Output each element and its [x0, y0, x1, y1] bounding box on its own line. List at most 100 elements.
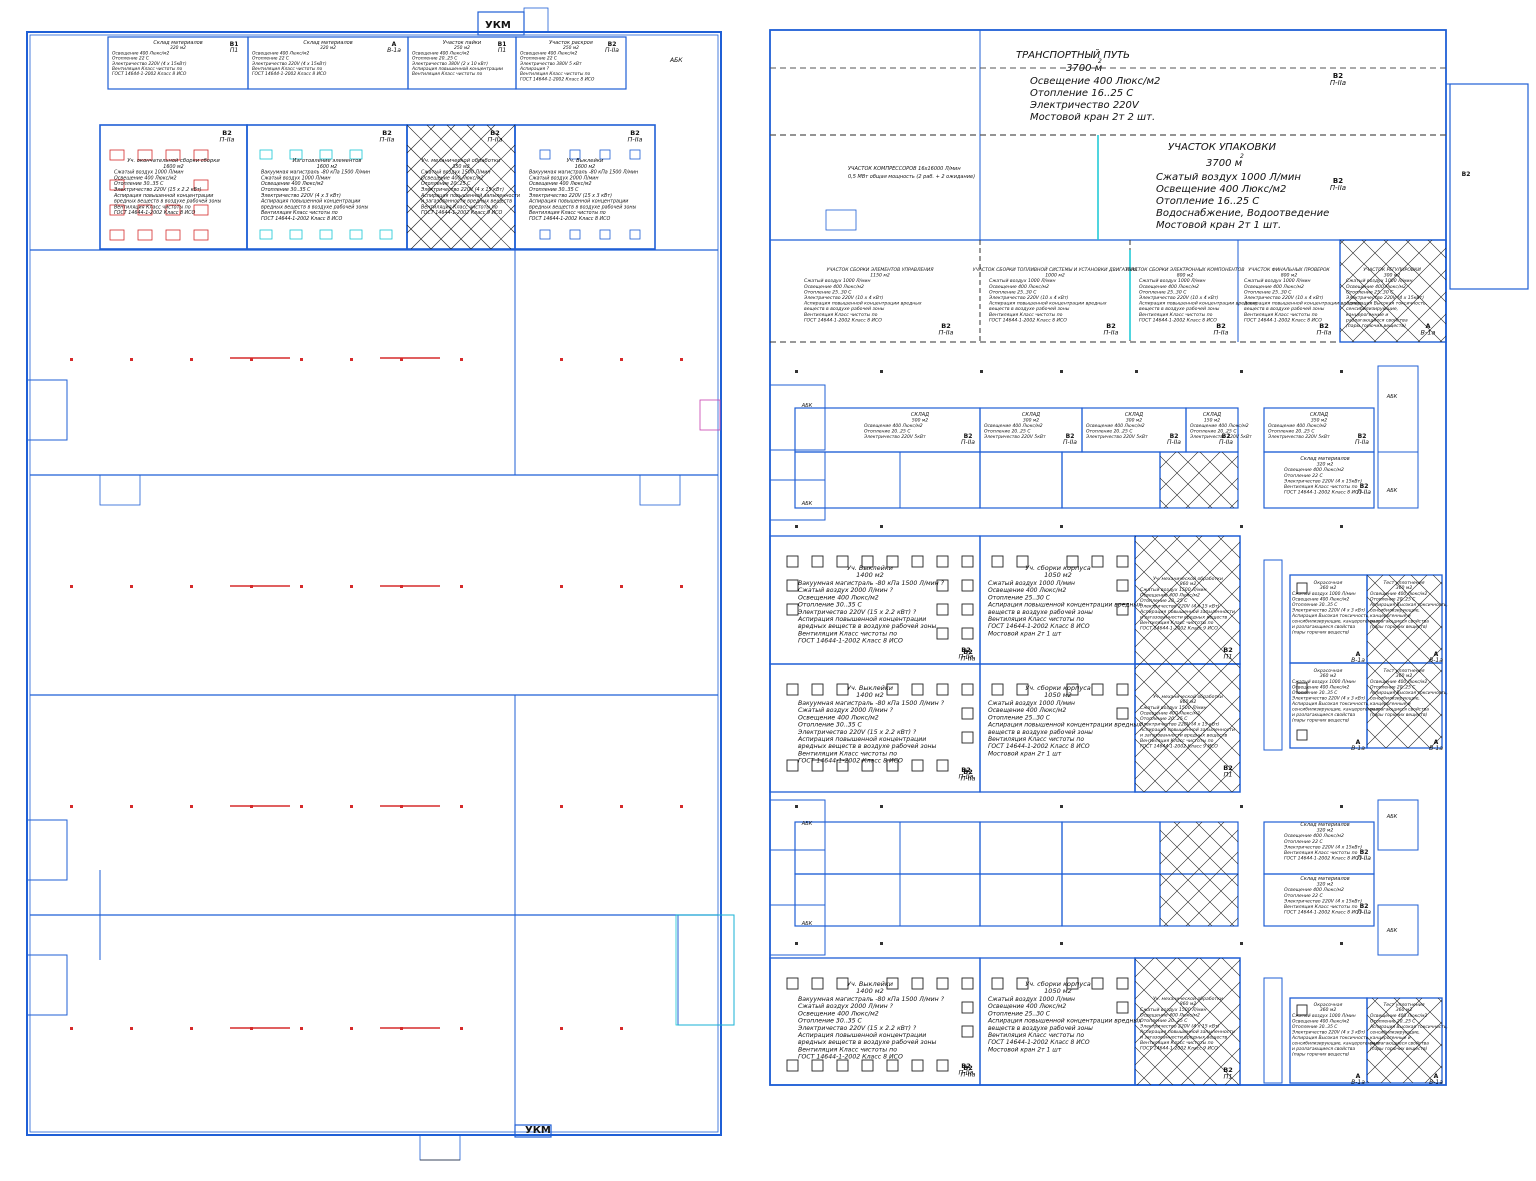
korpus-spec-line: Освещение 400 Люкс/м2	[988, 1003, 1066, 1010]
abk-label-left: АБК	[669, 57, 683, 64]
room-category-code: В-1а	[1351, 1079, 1365, 1086]
room-class-code: В2	[1223, 764, 1232, 772]
mech-spec-line: Сжатый воздух 1500 Л/мин	[1140, 587, 1207, 593]
right-building-plan	[769, 29, 1529, 1086]
mech-spec-line: ГОСТ 14644-1-2002 Класс 9 ИСО	[1140, 744, 1218, 750]
room-spec-line: Отопление 20..25 С	[1268, 429, 1315, 435]
room-area: 320 м2	[1317, 882, 1334, 888]
room-spec-line: Электричество 220V (4 x 15кВт)	[1283, 898, 1362, 904]
transport-spec-line: Электричество 220V	[1029, 100, 1140, 111]
paint-spec-line: Освещение 400 Люкс/м2	[1292, 597, 1349, 603]
room-title: УЧАСТОК СБОРКИ ЭЛЕМЕНТОВ УПРАВЛЕНИЯ	[826, 267, 934, 273]
room-spec-line: Аспирация повышенной концентрации	[113, 193, 213, 199]
room-class-code: В2	[382, 129, 391, 137]
room-class-code: В2	[964, 433, 973, 440]
test-spec-line: сенсибилизирующие,	[1370, 696, 1420, 702]
room-class-code: В2	[490, 129, 499, 137]
vyklejka-area: 1400 м2	[856, 987, 884, 995]
left-building-plan	[26, 7, 735, 1161]
room-category-code: В-1а	[1351, 745, 1365, 752]
room-spec-line: Вентиляция Класс чистоты по	[421, 204, 498, 210]
abk-label: АБК	[1386, 928, 1398, 934]
mech-spec-line: и загазованности вредных веществ	[1140, 734, 1227, 739]
mech-spec-line: Сжатый воздух 1500 Л/мин	[1140, 705, 1207, 711]
korpus-area: 1050 м2	[1044, 987, 1072, 995]
room-category-code: В-1а	[1429, 657, 1443, 664]
room-title: СКЛАД	[1310, 412, 1328, 418]
room-spec-line: Вентиляция Класс чистоты по	[112, 66, 183, 72]
room-spec-line: канцерогенные и	[1346, 313, 1388, 318]
mech-spec-line: Отопление 20..25 С	[1140, 598, 1188, 604]
korpus-title: Уч. сборки корпуса	[1025, 980, 1091, 988]
room-spec-line: Отопление 25..30 С	[1244, 289, 1292, 295]
room-spec-line: Вентиляция Класс чистоты по	[1244, 312, 1318, 318]
mech-spec-line: Отопление 20..25 С	[1140, 1018, 1188, 1024]
korpus-spec-line: Освещение 400 Люкс/м2	[988, 587, 1066, 594]
room-category-code: П-IIа	[1357, 909, 1371, 916]
room-spec-line: Электричество 220V 5кВт	[983, 434, 1046, 440]
vyklejka-spec-line: Освещение 400 Люкс/м2	[798, 594, 879, 601]
mech-spec-line: Освещение 400 Люкс/м2	[1140, 1013, 1200, 1019]
vyklejka-spec-line: Отопление 30..35 С	[798, 1018, 863, 1025]
paint-spec-line: сенсибилизирующие, канцерогенные	[1292, 707, 1380, 713]
ukm-top-label: УКМ	[485, 20, 511, 31]
room-spec-line: Аспирация повышенной концентрации	[411, 66, 503, 72]
korpus-spec-line: Сжатый воздух 1000 Л/мин	[988, 580, 1075, 587]
room-category-code: П-IIа	[1330, 184, 1346, 192]
room-spec-line: и загазованности вредных веществ	[421, 200, 512, 205]
mech-spec-line: ГОСТ 14644-1-2002 Класс 9 ИСО	[1140, 1046, 1218, 1052]
ukm-bottom-label: УКМ	[525, 1125, 551, 1136]
paint-title: Окрасочная	[1314, 668, 1343, 674]
room-category-code: П-IIа	[1167, 439, 1181, 446]
room-area: 300 м2	[1126, 418, 1142, 424]
room-title: Склад материалов	[303, 40, 352, 46]
korpus-spec-line: Отопление 25..30 С	[988, 594, 1051, 601]
room-spec-line: Отопление 20..25 С	[412, 56, 458, 62]
room-category-code: П-IIа	[1357, 489, 1371, 496]
room-class-code: В1	[498, 41, 507, 48]
vyklejka-spec-line: Вакуумная магистраль -80 кПа 1500 Л/мин …	[798, 996, 945, 1003]
mech-spec-line: Освещение 400 Люкс/м2	[1140, 711, 1200, 717]
left-top-rooms: Склад материалов 320 м2 Освещение 400 Люкс…	[111, 40, 619, 82]
room-spec-line: ГОСТ 14644-1-2002 Класс 8 ИСО	[252, 71, 327, 77]
vyklejka-area: 1400 м2	[856, 571, 884, 579]
room-area: 320 м2	[170, 45, 186, 51]
room-spec-line: Электричество 220V (15 x 2.2 кВт)	[113, 187, 202, 193]
room-spec-line: Вентиляция Класс чистоты по	[252, 66, 323, 72]
paint-spec-line: (пары горючих веществ)	[1292, 630, 1350, 636]
room-spec-line: Вентиляция Класс чистоты по	[529, 210, 606, 216]
test-area: 360 м2	[1396, 673, 1413, 679]
room-spec-line: вредных веществ в воздухе рабочей зоны	[529, 204, 637, 210]
room-category-code: В-1а	[1429, 1079, 1443, 1086]
room-spec-line: Сжатый воздух 2000 Л/мин	[529, 175, 599, 181]
test-spec-line: сенсибилизирующие,	[1370, 608, 1420, 614]
room-spec-line: Аспирация повышенной концентрации вредны…	[1138, 301, 1257, 307]
room-area: 250 м2	[563, 45, 579, 51]
vyklejka-spec-line: Электричество 220V (15 x 2.2 кВт) ?	[797, 1025, 917, 1032]
compressor-label: УЧАСТОК КОМПРЕССОРОВ 16х16000 Л/мин	[848, 166, 961, 172]
korpus-spec-line: веществ в воздухе рабочей зоны	[988, 729, 1093, 736]
room-spec-line: Освещение 400 Люкс/м2	[804, 284, 864, 290]
room-spec-line: ГОСТ 14644-1-2002 Класс 8 ИСО	[1244, 317, 1322, 323]
vyklejka-spec-line: Аспирация повышенной концентрации	[797, 736, 926, 743]
test-spec-line: Освещение 400 Люкс/м2	[1370, 1013, 1427, 1019]
room-area: 1600 м2	[163, 164, 183, 170]
test-spec-line: канцерогенные и	[1370, 1036, 1411, 1041]
room-spec-line: Аспирация повышенной концентрации	[260, 199, 360, 205]
room-area: 1600 м2	[575, 164, 595, 170]
room-spec-line: ГОСТ 14644-1-2002 Класс 8 ИСО	[529, 216, 610, 222]
vyklejka-spec-line: Вакуумная магистраль -80 кПа 1500 Л/мин …	[798, 580, 945, 587]
compressor-note: 0,5 МВт общая мощность (2 раб. + 2 ожида…	[848, 174, 975, 180]
paint-spec-line: Отопление 30..35 С	[1292, 690, 1338, 696]
korpus-spec-line: веществ в воздухе рабочей зоны	[988, 1025, 1093, 1032]
test-spec-line: разлагающиеся свойства	[1369, 707, 1429, 713]
room-class-code: В2	[1106, 322, 1115, 330]
vyklejka-spec-line: Аспирация повышенной концентрации	[797, 616, 926, 623]
paint-spec-line: Аспирация Высокая токсичность,	[1291, 701, 1370, 707]
room-spec-line: Освещение 400 Люкс/м2	[252, 50, 309, 56]
room-category-code: В-1а	[1429, 745, 1443, 752]
room-spec-line: Отопление 20..25 С	[421, 181, 471, 187]
room-category-code: В-1а	[1351, 657, 1365, 664]
paint-spec-line: Электричество 220V (4 x 3 кВт)	[1291, 1030, 1365, 1036]
